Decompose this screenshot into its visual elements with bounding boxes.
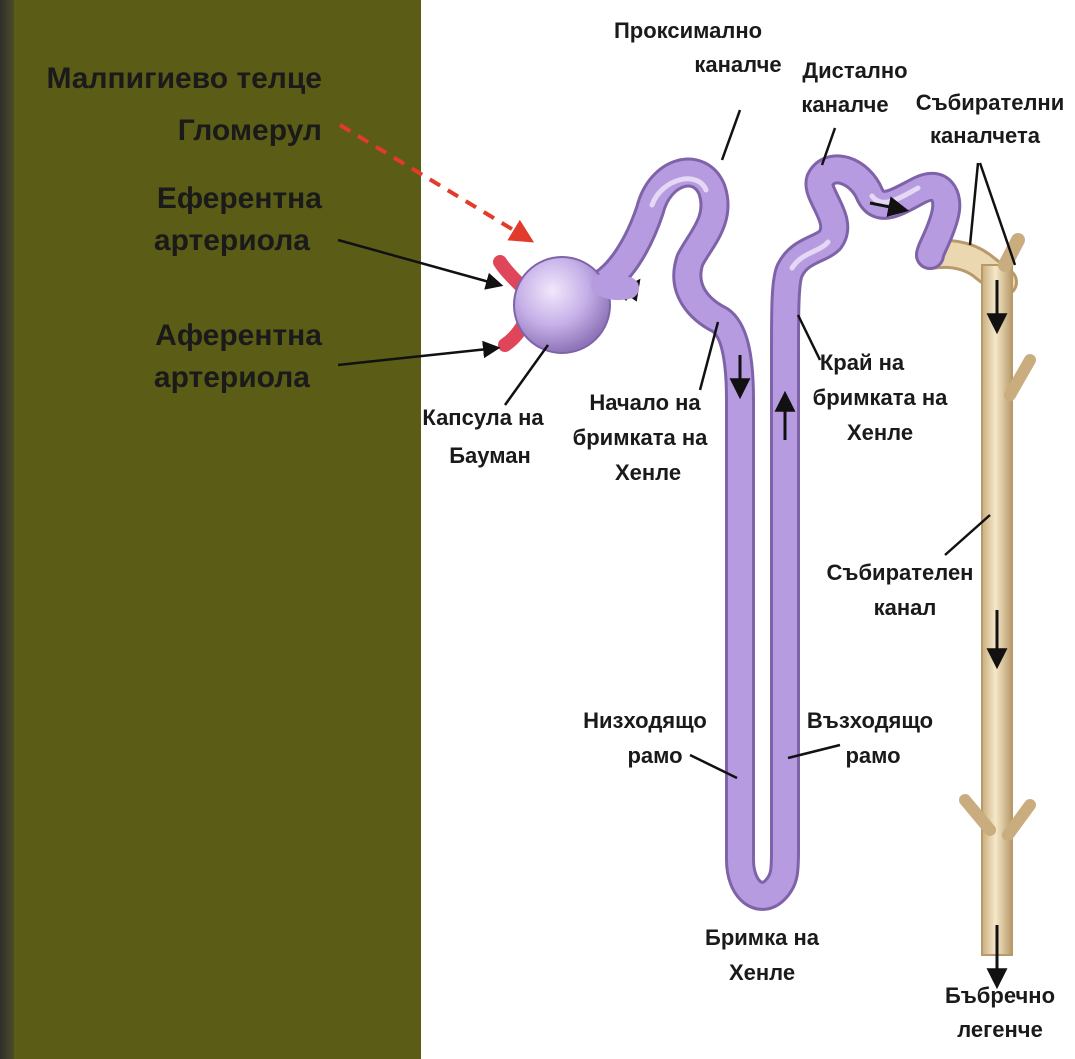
label-renal-pelvis-line1: Бъбречно [945, 983, 1055, 1008]
label-bowman-line2: Бауман [449, 443, 531, 468]
label-henle-loop-line1: Бримка на [705, 925, 820, 950]
label-afferent-line1: Аферентна [155, 319, 322, 352]
label-ascending-line2: рамо [845, 743, 900, 768]
proximal-pointer [722, 110, 740, 160]
label-afferent-line2: артериола [154, 361, 310, 394]
label-efferent-line2: артериола [154, 224, 310, 257]
label-proximal-line1: Проксимално [614, 18, 762, 43]
label-renal-pelvis-line2: легенче [957, 1017, 1043, 1042]
capsule-neck [602, 285, 628, 289]
afferent-pointer [338, 348, 497, 365]
label-loop-end-line1: Край на [820, 350, 905, 375]
nephron-tubule [590, 169, 946, 896]
efferent-pointer [338, 240, 500, 285]
label-descending-line2: рамо [627, 743, 682, 768]
label-loop-start-line1: Начало на [589, 390, 701, 415]
label-bowman-line1: Капсула на [422, 405, 544, 430]
bowman-pointer [505, 345, 548, 405]
label-malpighian-corpuscle: Малпигиево телце [46, 62, 322, 95]
collecting-duct [930, 240, 1030, 985]
label-loop-start-line2: бримката на [573, 425, 708, 450]
tubule-body [590, 169, 946, 896]
label-descending-line1: Низходящо [583, 708, 707, 733]
label-collecting-duct-line2: канал [874, 595, 937, 620]
label-collecting-duct-line1: Събирателен [827, 560, 974, 585]
label-henle-loop-line2: Хенле [729, 960, 795, 985]
label-loop-end-line2: бримката на [813, 385, 948, 410]
label-distal-line2: каналче [801, 92, 888, 117]
label-proximal-line2: каналче [694, 52, 781, 77]
loop-end-pointer [798, 315, 820, 360]
label-loop-start-line3: Хенле [615, 460, 681, 485]
tubule-outline [590, 169, 946, 896]
glomerulus-pointer [340, 125, 530, 240]
label-ascending-line1: Възходящо [807, 708, 933, 733]
label-glomerulus: Гломерул [178, 114, 322, 147]
label-loop-end-line3: Хенле [847, 420, 913, 445]
label-efferent-line1: Еферентна [157, 182, 322, 215]
label-distal-line1: Дистално [802, 58, 907, 83]
loop-start-pointer [700, 322, 718, 390]
label-collecting-tubules-line1: Събирателни [916, 90, 1065, 115]
label-collecting-tubules-line2: каналчета [930, 123, 1041, 148]
bowman-capsule-shape [514, 257, 610, 353]
